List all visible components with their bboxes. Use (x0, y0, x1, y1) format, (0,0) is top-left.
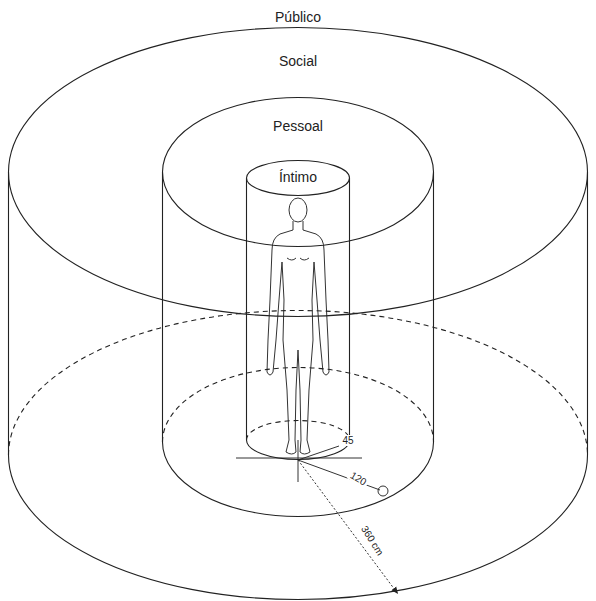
dimension-lines (236, 440, 398, 594)
dimension-label: 45 (340, 435, 355, 446)
cylinder-outline (246, 160, 350, 460)
public-zone-cylinder: SocialPessoalÍntimo (8, 27, 588, 600)
personal-zone-cylinder: PessoalÍntimo (162, 97, 434, 517)
cylinder-outline (8, 27, 588, 600)
human-figure (267, 198, 329, 454)
dimension-label: 360 cm (358, 521, 387, 558)
zone-label: Social (8, 54, 588, 69)
intimate-zone-cylinder: Íntimo (246, 160, 350, 460)
zone-label: Público (273, 10, 323, 25)
zone-label: Íntimo (246, 170, 350, 185)
dimension-label: 120 (346, 468, 369, 488)
zone-label: Pessoal (162, 119, 434, 134)
